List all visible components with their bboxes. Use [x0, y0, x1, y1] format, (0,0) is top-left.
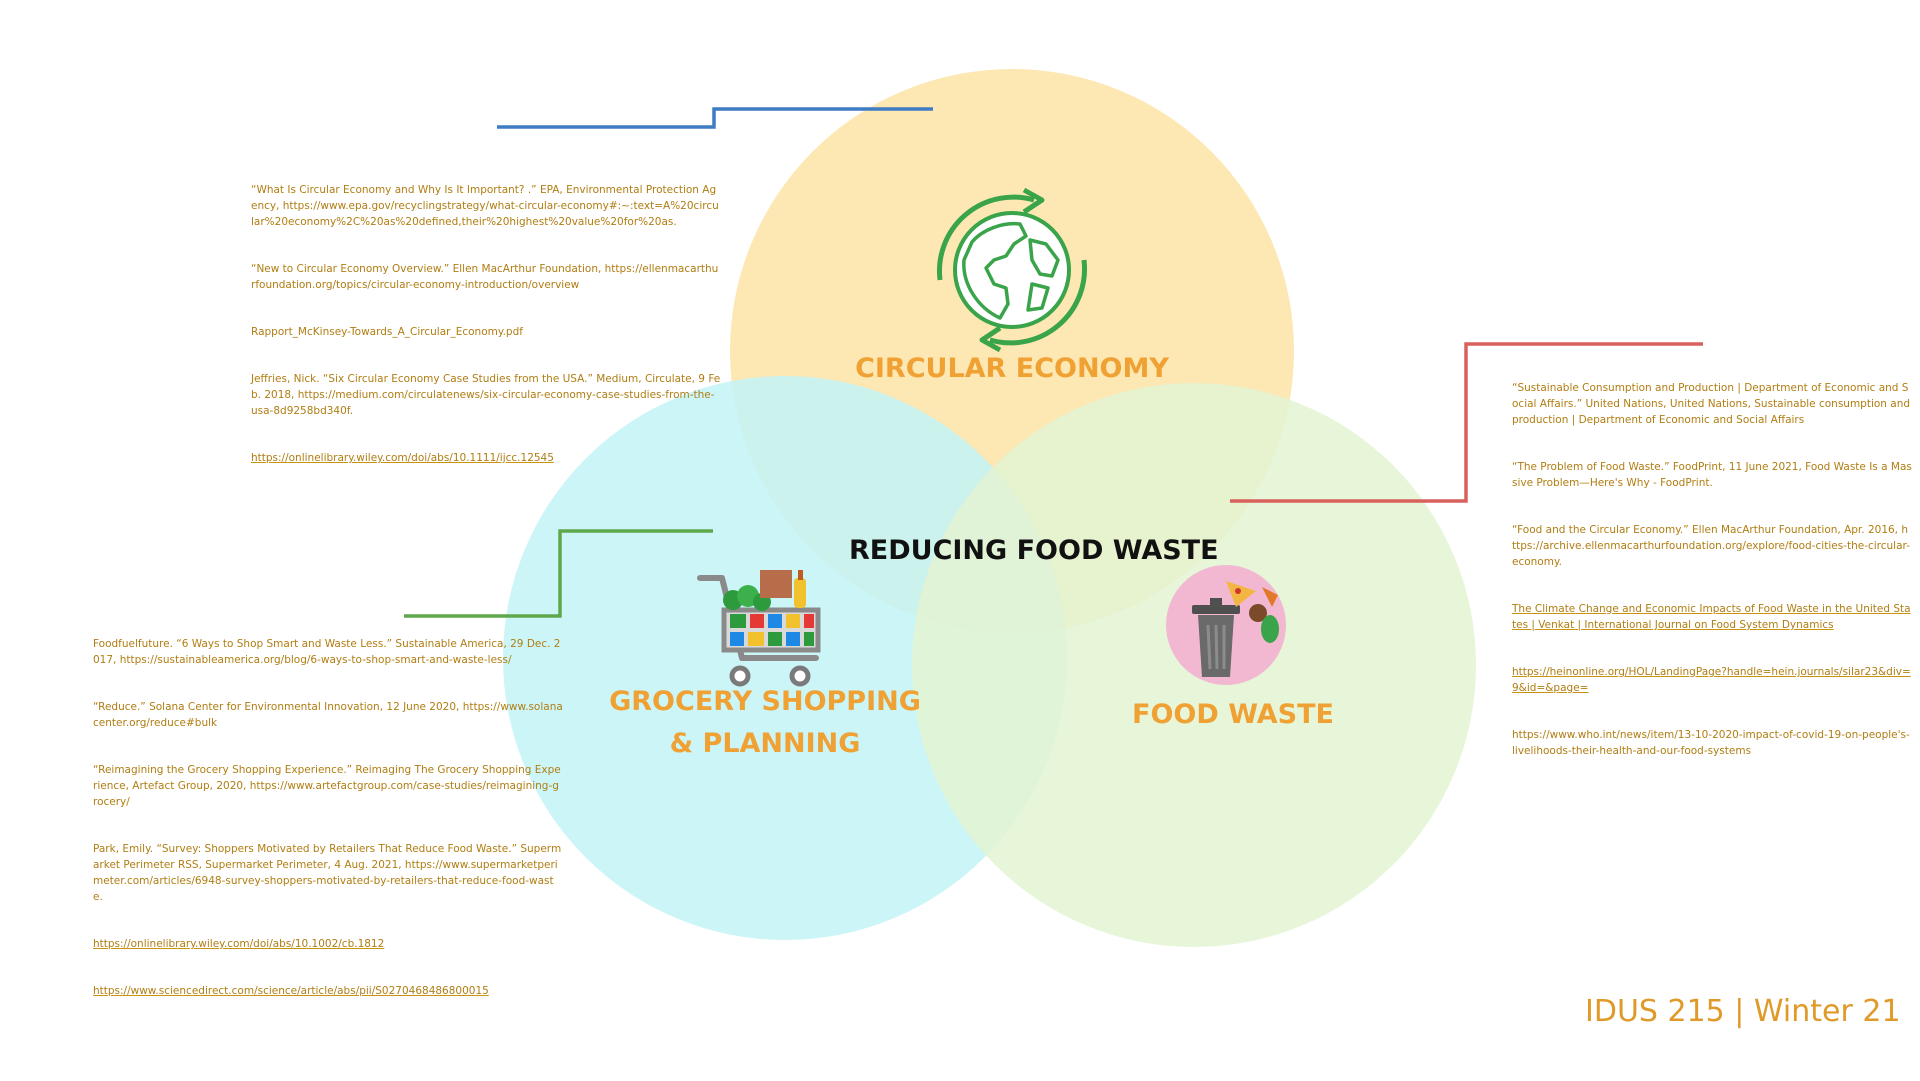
label-circular-economy: CIRCULAR ECONOMY	[855, 353, 1169, 384]
globe-recycle-icon	[936, 187, 1088, 353]
reference-item: Foodfuelfuture. “6 Ways to Shop Smart an…	[93, 638, 561, 666]
reference-item: Jeffries, Nick. “Six Circular Economy Ca…	[251, 373, 721, 417]
reference-link[interactable]: https://onlinelibrary.wiley.com/doi/abs/…	[93, 938, 385, 950]
reference-item: “Food and the Circular Economy.” Ellen M…	[1512, 524, 1910, 568]
label-grocery-line-1: GROCERY SHOPPING	[609, 686, 921, 717]
reference-item: “Reduce.” Solana Center for Environmenta…	[93, 701, 563, 729]
connector-line-grocery	[404, 529, 713, 618]
reference-item: https://www.who.int/news/item/13-10-2020…	[1512, 729, 1910, 757]
label-grocery-shopping: GROCERY SHOPPING & PLANNING	[565, 681, 965, 765]
trash-can-food-icon	[1166, 565, 1286, 685]
reference-item: “The Problem of Food Waste.” FoodPrint, …	[1512, 461, 1912, 489]
references-food-waste: “Sustainable Consumption and Production …	[1512, 380, 1912, 790]
reference-link[interactable]: The Climate Change and Economic Impacts …	[1512, 603, 1911, 631]
connector-line-food-waste	[1230, 342, 1703, 503]
label-food-waste: FOOD WASTE	[1132, 699, 1334, 730]
center-label: REDUCING FOOD WASTE	[849, 535, 1219, 566]
reference-link[interactable]: https://heinonline.org/HOL/LandingPage?h…	[1512, 666, 1911, 694]
reference-link[interactable]: https://www.sciencedirect.com/science/ar…	[93, 985, 489, 997]
connector-line-circular-economy	[497, 107, 933, 129]
label-grocery-line-2: & PLANNING	[669, 728, 861, 759]
reference-item: “New to Circular Economy Overview.” Elle…	[251, 263, 719, 291]
reference-link[interactable]: https://onlinelibrary.wiley.com/doi/abs/…	[251, 452, 554, 464]
reference-item: “Sustainable Consumption and Production …	[1512, 382, 1914, 426]
reference-item: Rapport_McKinsey-Towards_A_Circular_Econ…	[251, 326, 523, 338]
reference-item: “What Is Circular Economy and Why Is It …	[251, 184, 719, 228]
reference-item: Park, Emily. “Survey: Shoppers Motivated…	[93, 843, 562, 903]
references-grocery: Foodfuelfuture. “6 Ways to Shop Smart an…	[93, 636, 563, 1030]
shopping-cart-icon	[697, 570, 821, 687]
reference-item: “Reimagining the Grocery Shopping Experi…	[93, 764, 561, 808]
course-footer: IDUS 215 | Winter 21	[1585, 994, 1901, 1029]
references-circular-economy: “What Is Circular Economy and Why Is It …	[251, 182, 721, 497]
